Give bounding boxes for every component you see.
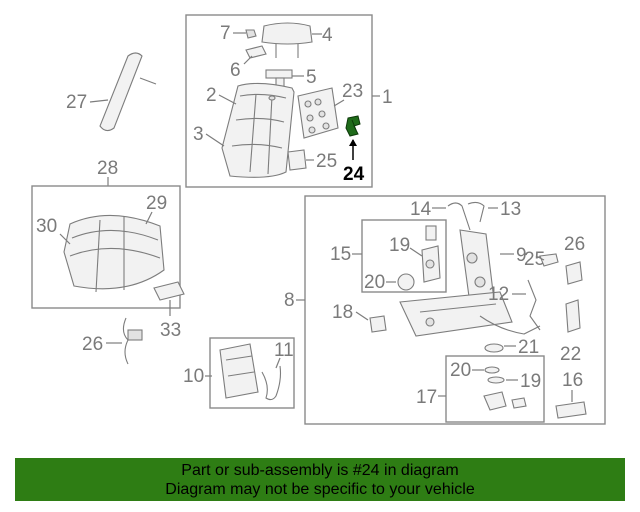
callout-17: 17: [416, 387, 437, 408]
callout-30: 28: [97, 158, 118, 179]
seat-frame-part: [399, 229, 513, 337]
back-panel-part: [297, 87, 339, 139]
cable-13-part: [467, 201, 485, 223]
callout-20b: 20: [450, 360, 471, 381]
callout-9: 9: [516, 245, 527, 266]
clip-17-part: [511, 397, 527, 409]
harness-part: [122, 317, 143, 365]
parts-diagram: 1 4 7 6 5 2 3 23: [31, 14, 606, 425]
washer-19-part: [487, 376, 505, 384]
bracket-26-part: [539, 253, 559, 267]
callout-20a: 20: [364, 272, 385, 293]
callout-12: 12: [488, 284, 509, 305]
callout-4: 4: [322, 25, 333, 46]
callout-25: 25: [316, 151, 337, 172]
headrest-guide-part: [245, 29, 257, 39]
callout-10: 10: [183, 366, 204, 387]
recliner-part: [421, 225, 441, 283]
highlighted-part-24: [345, 115, 361, 137]
cover-16-part: [555, 401, 587, 419]
callout-6: 6: [230, 60, 241, 81]
callout-21: 21: [518, 337, 539, 358]
callout-33: 33: [160, 320, 181, 341]
callout-2: 2: [206, 85, 217, 106]
washer-20-part: [484, 366, 500, 374]
callout-19a: 19: [389, 235, 410, 256]
callout-13: 13: [500, 199, 521, 220]
switch-27-part: [565, 261, 583, 285]
callout-29: 27: [66, 92, 87, 113]
callout-26-label: 25: [524, 249, 545, 270]
callout-28: 26: [82, 334, 103, 355]
banner-line-2: Diagram may not be specific to your vehi…: [165, 481, 475, 498]
lever-17-part: [483, 391, 507, 411]
callout-31: 29: [146, 193, 167, 214]
callout-8: 8: [284, 290, 295, 311]
headrest-guide-lock-part: [245, 45, 267, 59]
cable-14-part: [447, 202, 471, 231]
bracket-18-part: [369, 315, 387, 333]
pad-part: [153, 281, 185, 301]
harness-12-part: [479, 279, 541, 335]
callout-22: 22: [560, 344, 581, 365]
callout-23: 23: [342, 81, 363, 102]
callout-16: 16: [562, 370, 583, 391]
callout-1: 1: [382, 87, 393, 108]
callout-18: 18: [332, 302, 353, 323]
banner-line-1: Part or sub-assembly is #24 in diagram: [181, 462, 459, 479]
callout-11: 11: [274, 340, 294, 361]
callout-24: 24: [343, 164, 365, 185]
callout-14: 14: [410, 199, 432, 220]
headrest-part: [261, 22, 313, 58]
motor-unit-part: [219, 343, 259, 399]
info-banner: Part or sub-assembly is #24 in diagram D…: [15, 458, 625, 501]
ring-21-part: [484, 343, 504, 353]
seat-back-part: [221, 82, 295, 178]
callout-32: 30: [36, 216, 57, 237]
seat-cushion-part: [63, 214, 165, 293]
callout-7: 7: [220, 23, 231, 44]
callout-19b: 19: [520, 371, 541, 392]
cable-part: [261, 365, 282, 401]
side-trim-part: [99, 52, 157, 132]
callout-3: 3: [193, 124, 204, 145]
callout-27: 26: [564, 234, 585, 255]
cover-part: [287, 149, 307, 171]
trim-22-part: [565, 299, 581, 333]
callout-5: 5: [306, 67, 317, 88]
washer-part: [397, 273, 415, 291]
callout-15: 15: [330, 244, 351, 265]
sub-assembly-17-box: [445, 355, 545, 423]
